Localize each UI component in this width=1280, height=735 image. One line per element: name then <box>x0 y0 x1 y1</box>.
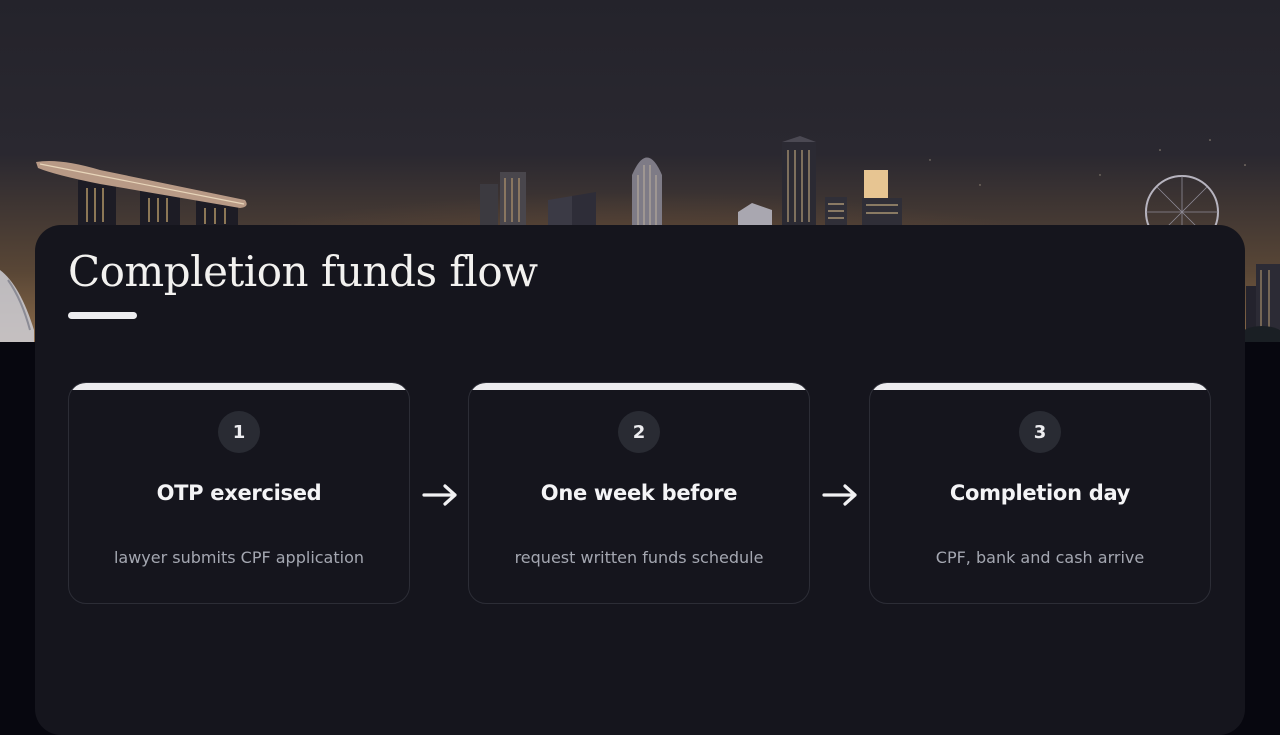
step-description: request written funds schedule <box>514 548 764 567</box>
title-underline <box>68 312 137 319</box>
slide-card: Completion funds flow 1 OTP exercised la… <box>35 225 1245 735</box>
arrow-right-icon <box>422 484 457 506</box>
step-card-3: 3 Completion day CPF, bank and cash arri… <box>869 382 1211 604</box>
step-card-1: 1 OTP exercised lawyer submits CPF appli… <box>68 382 410 604</box>
step-title: Completion day <box>949 481 1131 505</box>
step-title: OTP exercised <box>156 481 322 505</box>
city-skyline-image <box>0 136 1280 342</box>
step-description: CPF, bank and cash arrive <box>935 548 1145 567</box>
step-card-2: 2 One week before request written funds … <box>468 382 810 604</box>
step-number-badge: 2 <box>618 411 660 453</box>
step-description: lawyer submits CPF application <box>113 548 365 567</box>
step-number-badge: 1 <box>218 411 260 453</box>
step-title: One week before <box>540 481 738 505</box>
arrow-right-icon <box>822 484 857 506</box>
slide-title: Completion funds flow <box>68 247 538 296</box>
step-number-badge: 3 <box>1019 411 1061 453</box>
